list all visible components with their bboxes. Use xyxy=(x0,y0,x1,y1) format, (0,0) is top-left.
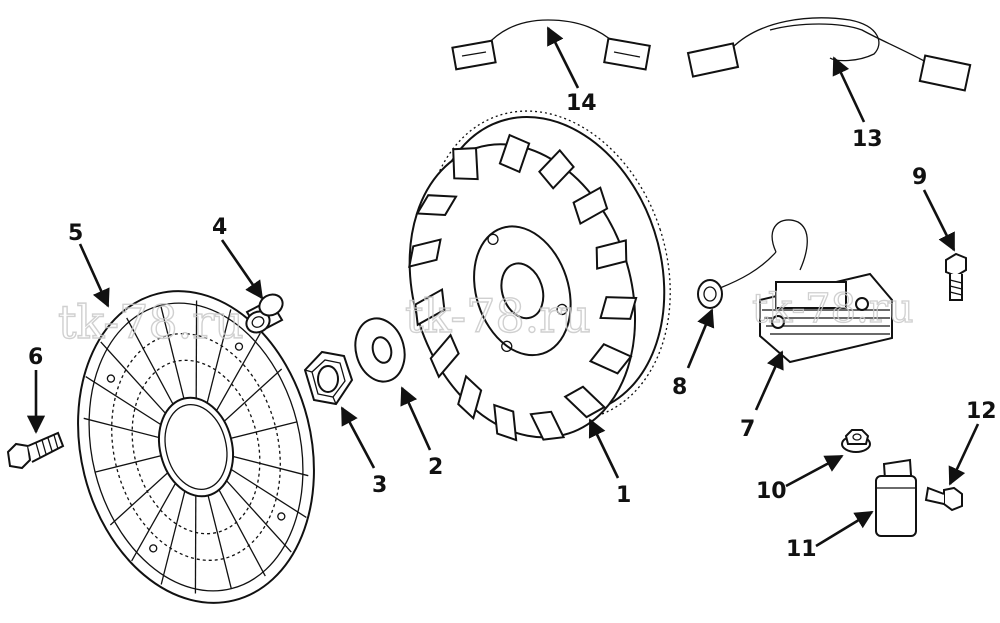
callout-5: 5 xyxy=(68,221,83,246)
callout-6: 6 xyxy=(28,345,43,370)
part-flange-nut xyxy=(841,429,871,453)
callout-7: 7 xyxy=(740,417,755,442)
leader-5 xyxy=(78,243,110,308)
callout-14: 14 xyxy=(566,91,597,116)
leader-9 xyxy=(922,189,956,252)
part-bolt-left xyxy=(6,431,65,470)
leader-11 xyxy=(815,510,874,548)
part-wire-harness-long xyxy=(686,17,972,92)
part-bolt-right xyxy=(945,252,967,301)
callout-9: 9 xyxy=(912,165,927,190)
watermark-left: tk-78.ru xyxy=(58,295,244,349)
part-ignition-module xyxy=(759,219,893,364)
callout-2: 2 xyxy=(428,455,443,480)
watermark-center: tk-78.ru xyxy=(405,289,591,343)
callout-11: 11 xyxy=(786,537,817,562)
leader-2 xyxy=(400,386,432,451)
callout-8: 8 xyxy=(672,375,687,400)
part-hex-nut xyxy=(303,350,354,406)
leader-3 xyxy=(340,406,376,469)
callout-13: 13 xyxy=(852,127,883,152)
part-sleeve xyxy=(245,293,284,334)
part-washer xyxy=(354,317,406,383)
part-fan-cover xyxy=(77,290,315,604)
leader-7 xyxy=(754,350,784,411)
callout-4: 4 xyxy=(212,215,227,240)
part-spark-plug-boot xyxy=(697,251,777,309)
leader-10 xyxy=(785,454,844,488)
part-flywheel xyxy=(408,110,671,442)
part-wire-harness-short xyxy=(451,19,651,71)
callout-12: 12 xyxy=(966,399,997,424)
part-switch-bracket xyxy=(875,458,917,537)
part-small-screw xyxy=(924,486,963,512)
callout-1: 1 xyxy=(616,483,631,508)
leader-1 xyxy=(588,418,620,479)
leader-14 xyxy=(546,26,580,89)
leader-12 xyxy=(948,423,980,486)
leader-4 xyxy=(220,239,264,300)
callout-10: 10 xyxy=(756,479,787,504)
leader-13 xyxy=(832,56,866,123)
callout-3: 3 xyxy=(372,473,387,498)
leader-8 xyxy=(686,308,715,369)
watermark-right: tk-78.ru xyxy=(752,286,914,332)
